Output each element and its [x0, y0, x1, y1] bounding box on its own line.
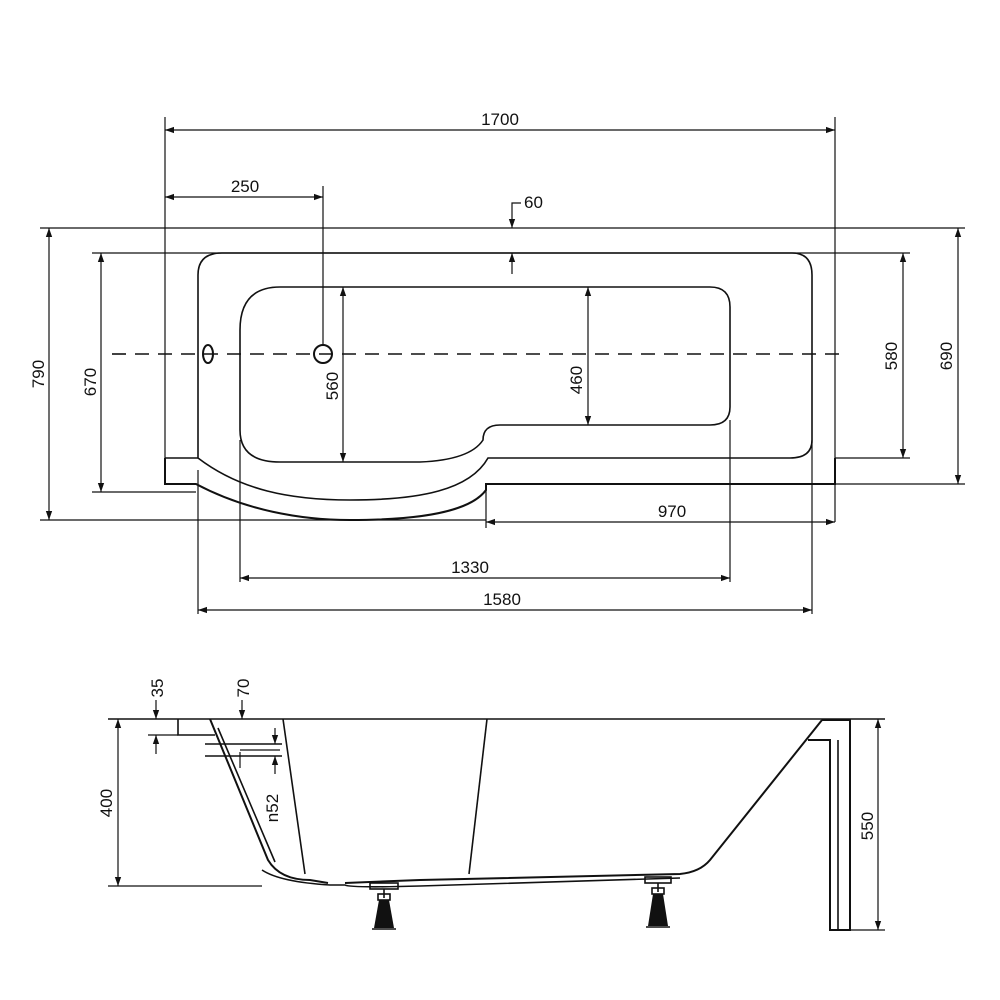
support-leg-left	[369, 882, 399, 930]
dim-label-250: 250	[231, 177, 259, 196]
side-mold-line-1	[282, 718, 306, 875]
side-view: n52 35 70 400 550	[97, 679, 885, 931]
dim-label-70: 70	[234, 679, 253, 698]
dim-label-400: 400	[97, 789, 116, 817]
dim-label-580: 580	[882, 342, 901, 370]
tub-outer-outline	[164, 458, 836, 522]
dim-label-35: 35	[148, 679, 167, 698]
tub-basin	[239, 286, 731, 463]
dim-label-1700: 1700	[481, 110, 519, 129]
support-leg-right	[644, 876, 672, 928]
side-basin-inner-left	[217, 727, 276, 863]
side-rim-left	[177, 719, 215, 736]
side-basin-profile	[209, 718, 329, 884]
dim-leader-60	[508, 202, 521, 228]
side-basin-floor-lower	[261, 869, 681, 888]
tub-inner-rim	[197, 252, 813, 501]
dim-label-460: 460	[567, 366, 586, 394]
dim-label-790: 790	[29, 360, 48, 388]
dim-label-550: 550	[858, 812, 877, 840]
dim-label-60: 60	[524, 193, 543, 212]
side-basin-floor	[344, 719, 823, 884]
side-mold-line-2	[468, 718, 488, 875]
dim-label-n52: n52	[263, 794, 282, 822]
dim-label-1580: 1580	[483, 590, 521, 609]
dim-label-970: 970	[658, 502, 686, 521]
top-view: 1700 250 60 790 670 560 460 580 690 970 …	[29, 110, 965, 614]
dim-label-1330: 1330	[451, 558, 489, 577]
dim-label-690: 690	[937, 342, 956, 370]
side-support-panel	[808, 719, 851, 931]
dim-label-560: 560	[323, 372, 342, 400]
dim-label-670: 670	[81, 368, 100, 396]
